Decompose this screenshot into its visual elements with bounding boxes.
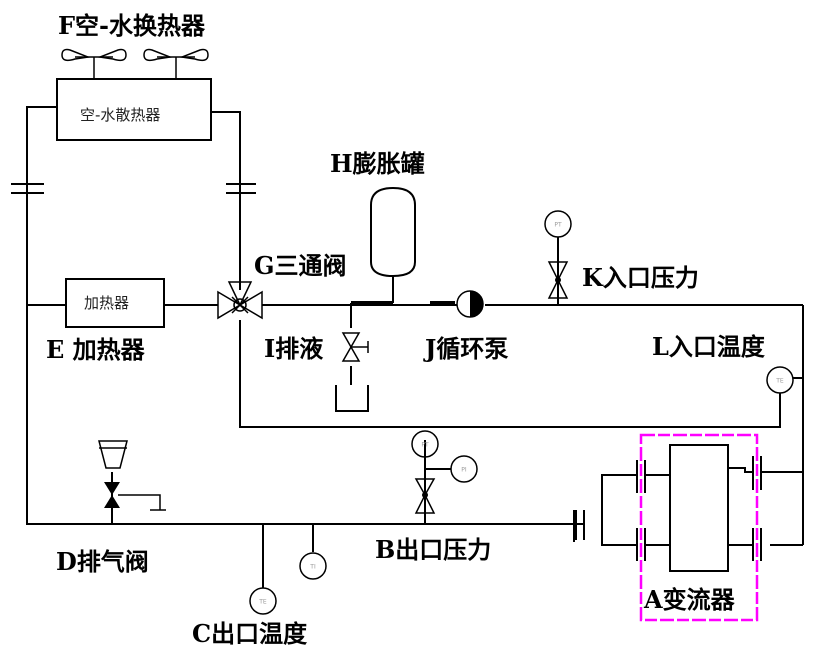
fan-icon	[61, 48, 127, 79]
label-H: H膨胀罐	[330, 149, 425, 178]
circulation-pump-icon	[456, 290, 484, 318]
fan-icon	[143, 48, 209, 79]
pt-tag: PT	[421, 442, 429, 449]
te-tag: TE	[775, 378, 784, 385]
outlet-temperature-sensors: TE TI	[249, 552, 327, 615]
label-K: K入口压力	[582, 263, 699, 292]
label-G: G三通阀	[254, 251, 347, 280]
three-way-valve-icon	[217, 281, 263, 320]
label-I: I排液	[264, 334, 323, 363]
heater-inner-label: 加热器	[84, 294, 129, 312]
converter	[636, 433, 762, 622]
air-water-heat-exchanger: 空-水散热器	[56, 48, 212, 141]
converter-highlight-box	[639, 433, 759, 622]
pi-tag: PI	[461, 467, 467, 474]
outlet-pressure-transmitter: PT PI	[411, 430, 478, 514]
expansion-tank	[370, 186, 416, 278]
label-D: D排气阀	[56, 547, 149, 576]
pipes	[11, 106, 804, 588]
heater: 加热器	[65, 278, 165, 328]
drain-valve-icon	[341, 332, 369, 362]
inlet-pressure-transmitter: PT	[544, 210, 572, 299]
radiator-inner-label: 空-水散热器	[80, 106, 160, 124]
label-J: J循环泵	[423, 334, 508, 363]
vent-valve-icon	[98, 440, 166, 511]
label-A: A变流器	[643, 585, 736, 614]
label-B: B出口压力	[375, 535, 491, 564]
label-L: L入口温度	[652, 332, 766, 361]
label-F: F空-水换热器	[58, 11, 206, 40]
te-tag: TE	[258, 599, 267, 606]
label-E: E 加热器	[46, 335, 146, 364]
ti-tag: TI	[309, 564, 316, 571]
inlet-temperature-sensor: TE	[766, 366, 794, 394]
pt-tag: PT	[554, 222, 562, 229]
radiator-box	[56, 78, 212, 141]
label-C: C出口温度	[192, 619, 308, 648]
